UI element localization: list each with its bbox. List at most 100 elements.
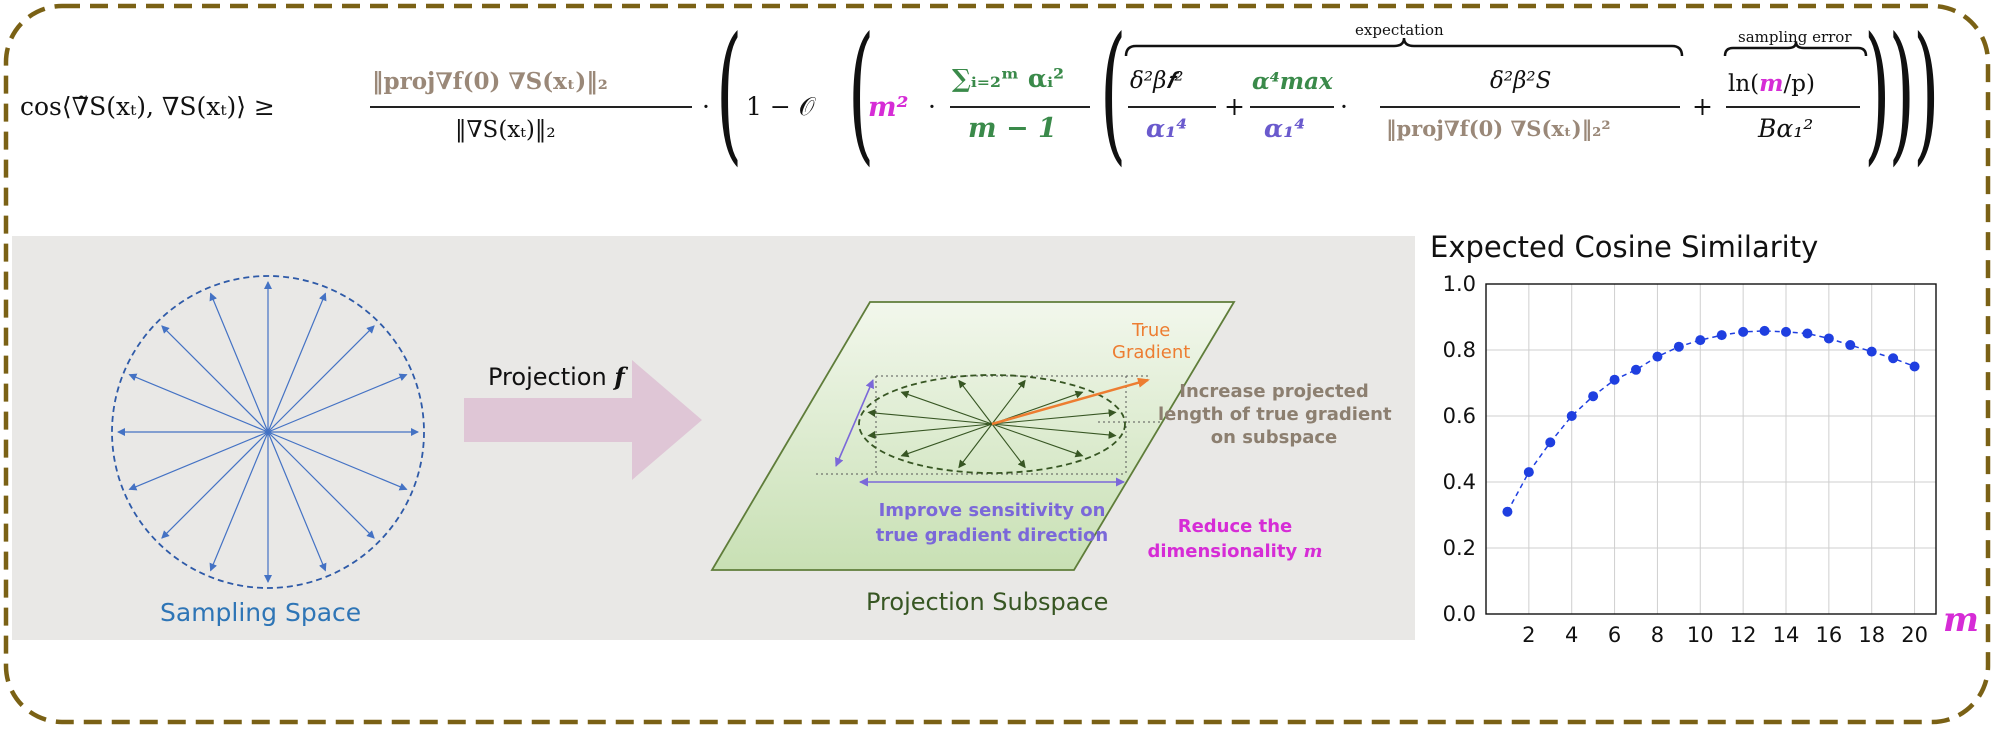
formula-plus-2: + [1692, 92, 1713, 121]
subspace-vector [991, 423, 1084, 458]
formula-term2b-bar [1380, 106, 1680, 108]
formula-term2b-denominator: ‖proj∇f(0) ∇S(xₜ)‖₂² [1386, 116, 1611, 141]
y-tick-label: 0.4 [1443, 470, 1476, 494]
series-line [1506, 330, 1915, 513]
subspace-vector [991, 379, 1026, 425]
formula-term1-denominator: α₁⁴ [1146, 114, 1188, 143]
sampling-vector [267, 431, 327, 572]
y-tick-label: 0.6 [1443, 404, 1476, 428]
formula-sum-bar [950, 106, 1090, 108]
y-tick-label: 0.8 [1443, 338, 1476, 362]
subspace-vector [958, 379, 993, 425]
data-point [1631, 364, 1641, 375]
subspace-vector [991, 409, 1117, 425]
data-point [1781, 326, 1791, 337]
formula-dot-2: · [928, 92, 936, 121]
plot-area [1485, 283, 1937, 615]
formula-sum-denominator: m − 1 [968, 113, 1057, 144]
x-tick-label: 4 [1565, 623, 1578, 647]
sampling-vector [267, 373, 408, 433]
subspace-vector [867, 423, 993, 439]
formula-dot-1: · [702, 92, 710, 121]
formula-braces [1124, 37, 1868, 57]
data-point [1652, 351, 1663, 362]
subspace-plane [710, 301, 1236, 571]
formula-paren-open-3: ( [1100, 6, 1127, 180]
formula-closing-parens: ))) [1864, 6, 1939, 180]
true-gradient-arrow [991, 377, 1150, 426]
formula-term2a-bar [1250, 106, 1334, 108]
x-tick-label: 6 [1608, 623, 1621, 647]
formula-term1-numerator: δ²β𝒇² [1130, 68, 1184, 94]
sampling-vector [128, 373, 269, 433]
subspace-vector [991, 423, 1117, 439]
data-point [1609, 374, 1620, 385]
x-tick-label: 10 [1687, 623, 1714, 647]
y-tick-label: 0.0 [1443, 602, 1476, 626]
data-point [1738, 326, 1749, 337]
formula-m-squared: m² [868, 92, 909, 123]
formula-term1-bar [1128, 106, 1216, 108]
sampling-vector [209, 292, 269, 433]
formula-sum-numerator: ∑ᵢ₌₂ᵐ αᵢ² [952, 64, 1065, 93]
projection-label: Projection f [488, 362, 625, 391]
formula-one-minus-o: 1 − 𝒪 [746, 92, 815, 121]
subspace-vector [900, 390, 993, 425]
x-tick-label: 12 [1730, 623, 1757, 647]
data-point [1866, 346, 1877, 357]
sampling-vector [267, 292, 327, 433]
x-tick-label: 16 [1815, 623, 1842, 647]
data-point [1545, 437, 1556, 448]
y-tick-label: 0.2 [1443, 536, 1476, 560]
sampling-circle [111, 275, 425, 589]
x-tick-label: 14 [1773, 623, 1800, 647]
formula-term2a-numerator: α⁴max [1252, 68, 1333, 95]
formula-term3-bar [1726, 106, 1860, 108]
x-tick-label: 18 [1858, 623, 1885, 647]
data-point [1673, 341, 1684, 352]
formula-dot-3: · [1340, 92, 1348, 121]
x-tick-label: 2 [1522, 623, 1535, 647]
sampling-vector [267, 431, 375, 539]
formula-term3-numerator: ln(m/p) [1728, 70, 1815, 97]
sampling-space-label: Sampling Space [160, 598, 362, 627]
sampling-vector [161, 325, 269, 433]
data-point [1909, 361, 1920, 372]
data-point [1695, 335, 1706, 346]
formula-frac1-denominator: ‖∇S(xₜ)‖₂ [455, 117, 556, 143]
data-point [1523, 467, 1534, 478]
data-point [1823, 333, 1834, 344]
data-point [1588, 391, 1599, 402]
data-point [1502, 506, 1513, 517]
data-point [1759, 325, 1770, 336]
formula-expectation-label: expectation [1355, 21, 1444, 39]
formula-term2a-denominator: α₁⁴ [1264, 114, 1306, 143]
chart-title: Expected Cosine Similarity [1430, 230, 1819, 264]
formula-frac1-bar [370, 106, 692, 108]
subspace-vector [958, 423, 993, 469]
x-tick-label: 20 [1901, 623, 1928, 647]
y-tick-label: 1.0 [1443, 272, 1476, 296]
subspace-vectors [867, 379, 1117, 469]
data-point [1716, 330, 1727, 341]
formula-plus-1: + [1224, 92, 1245, 121]
sampling-vectors [117, 281, 419, 583]
formula-term2b-numerator: δ²β²S [1490, 68, 1552, 94]
sensitivity-arrow [835, 379, 874, 467]
subspace-vector [900, 423, 993, 458]
x-tick-label: 8 [1651, 623, 1664, 647]
formula-term3-denominator: Bα₁² [1758, 114, 1814, 143]
subspace-vector [991, 423, 1026, 469]
projection-subspace-label: Projection Subspace [866, 588, 1109, 616]
formula-paren-open-1: ( [716, 6, 743, 180]
formula-paren-open-2: ( [848, 6, 875, 180]
